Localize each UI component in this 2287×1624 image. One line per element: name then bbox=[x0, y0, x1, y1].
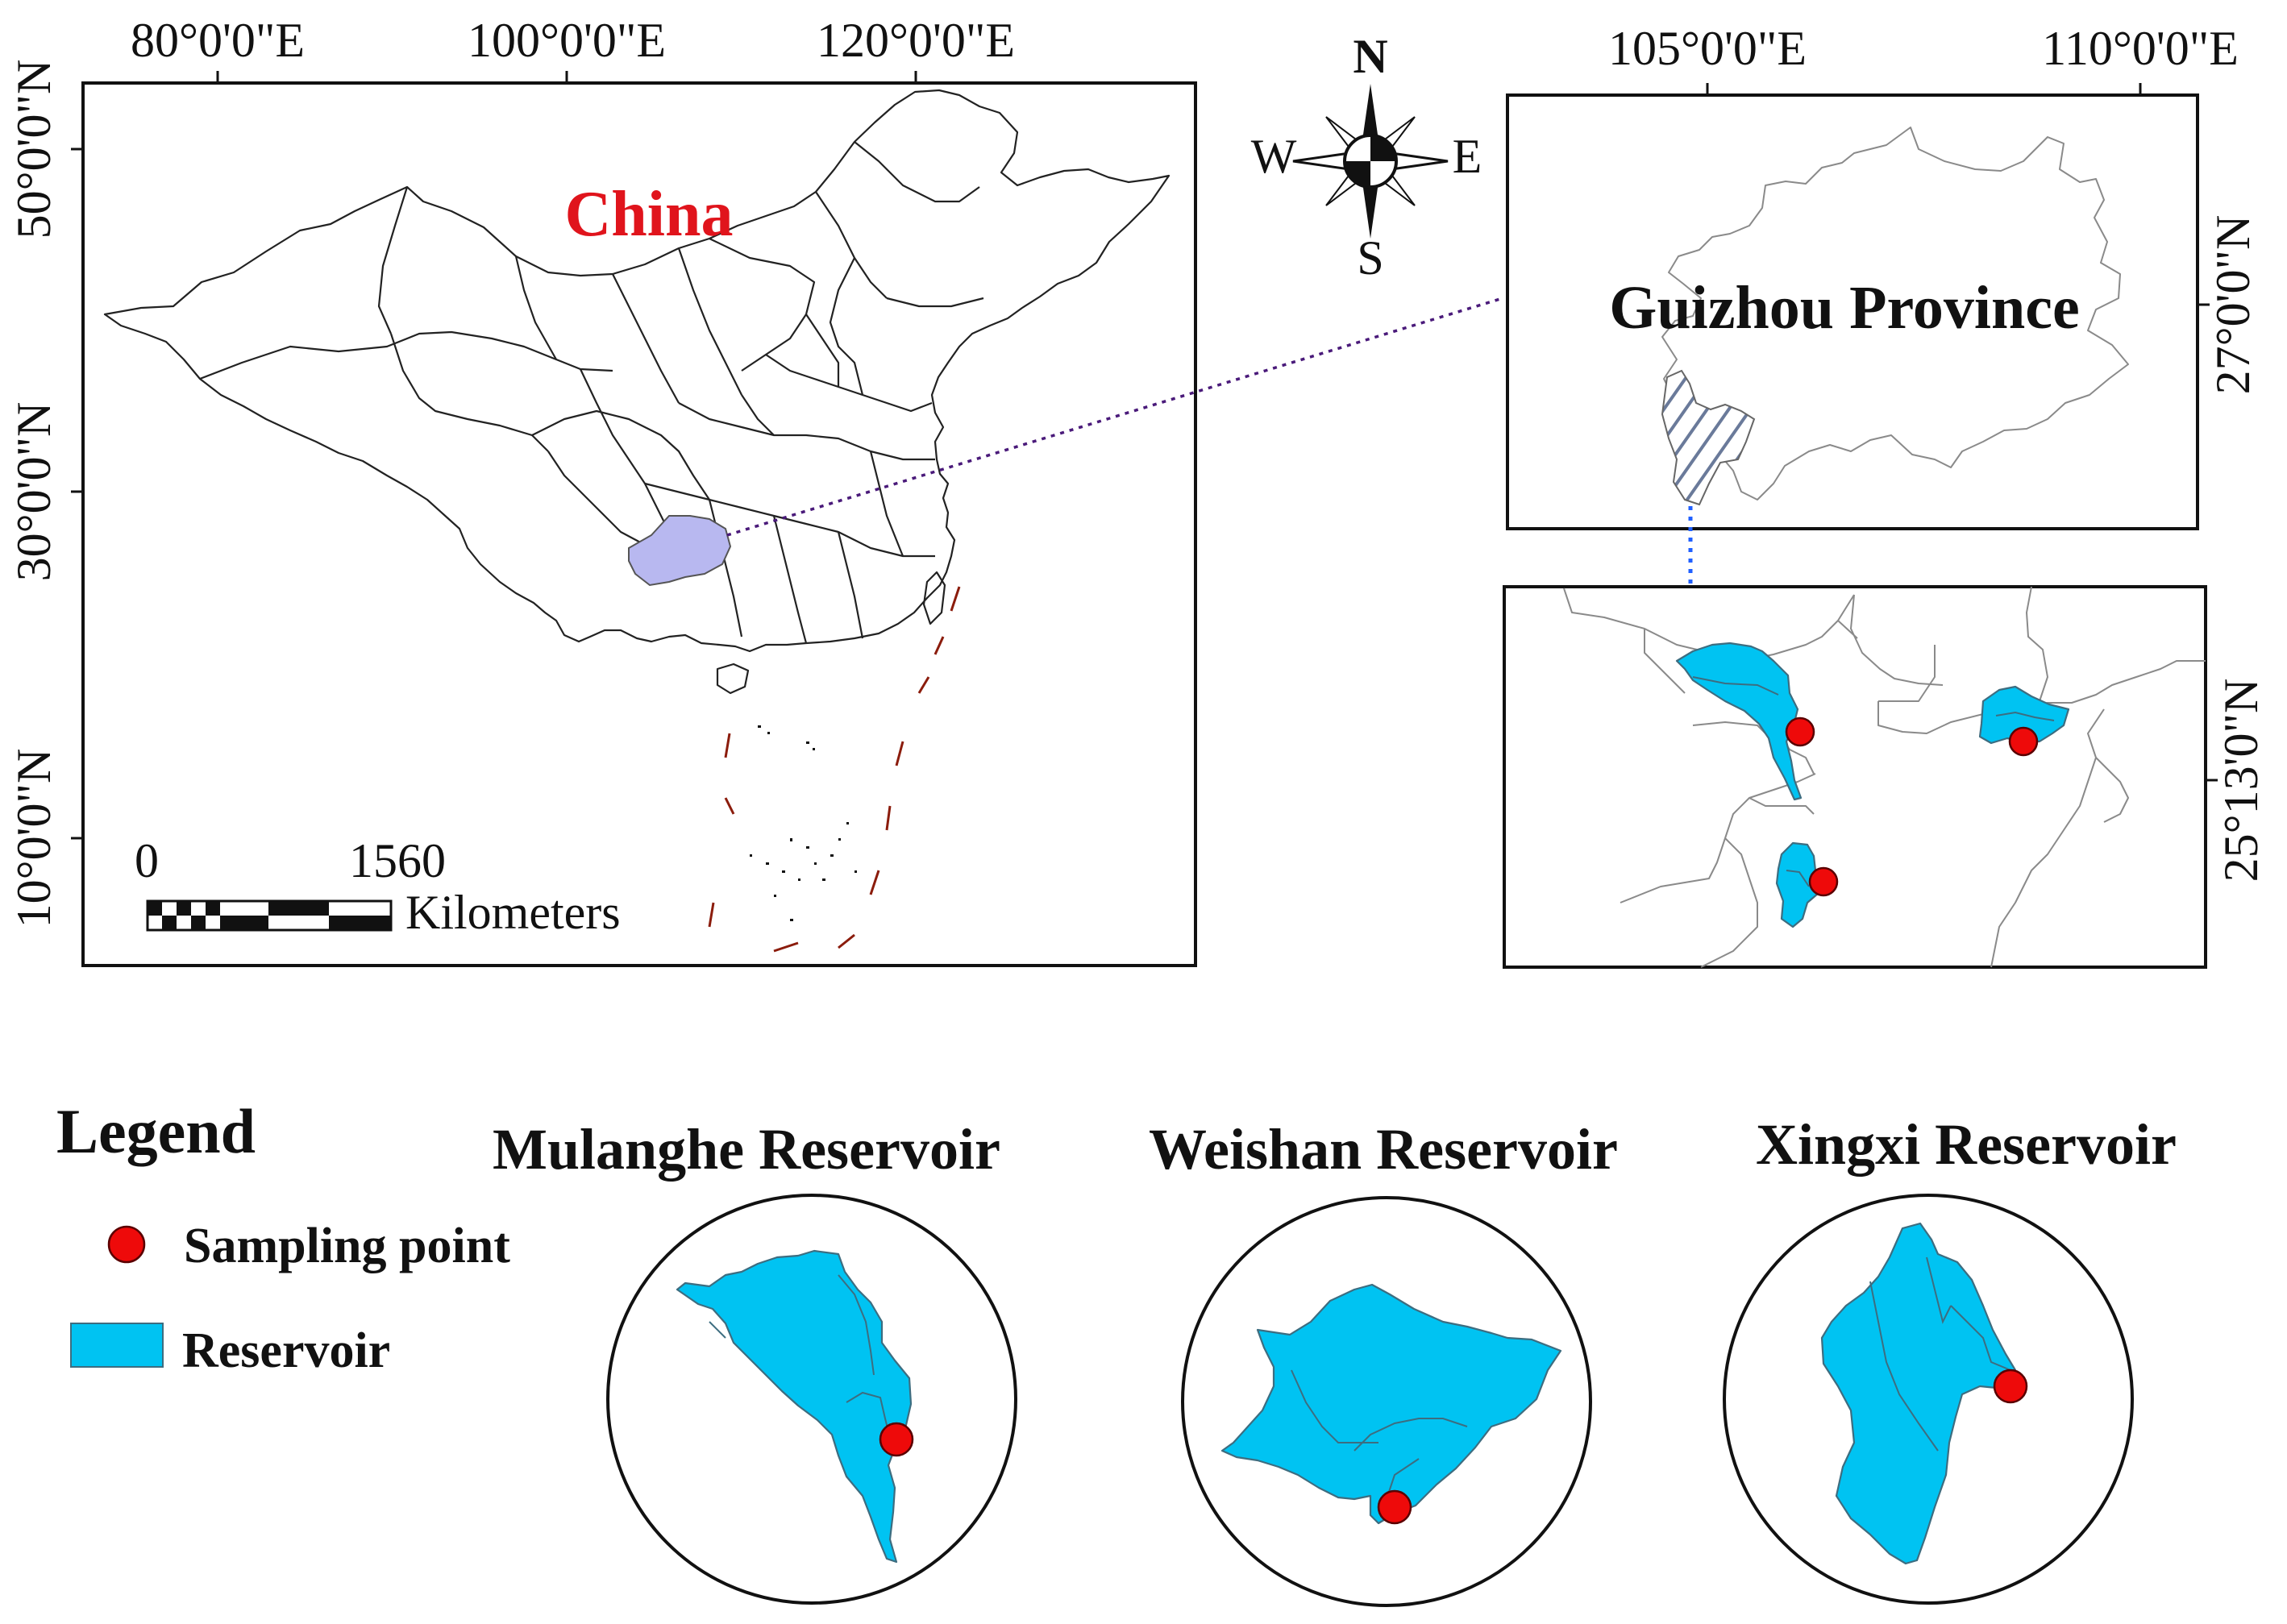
sampling-point-mulanghe bbox=[879, 1422, 914, 1457]
china-map-panel: 80°0'0"E 100°0'0"E 120°0'0"E 50°0'0"N 30… bbox=[7, 14, 1503, 967]
legend-title: Legend bbox=[56, 1096, 256, 1166]
mulanghe-inner-line bbox=[709, 1321, 726, 1339]
xingxi-inner-line bbox=[1869, 1281, 1939, 1452]
lat-label-10n: 10°0'0"N bbox=[7, 749, 60, 928]
nine-dash-line bbox=[708, 586, 961, 953]
hainan-island bbox=[716, 662, 750, 695]
compass-e: E bbox=[1453, 130, 1482, 183]
weishan-reservoir-large bbox=[1220, 1283, 1562, 1525]
lat-label-27n: 27°0'0"N bbox=[2206, 215, 2260, 395]
xingxi-reservoir-small bbox=[1775, 841, 1827, 928]
weishan-inner-line bbox=[1291, 1369, 1378, 1443]
reservoir-weishan: Weishan Reservoir bbox=[1149, 1117, 1618, 1607]
lon-label-105e: 105°0'0"E bbox=[1608, 22, 1807, 75]
mulanghe-reservoir-small bbox=[1675, 642, 1803, 801]
study-area-hatch bbox=[1661, 369, 1756, 506]
scale-bar: 0 1560 Kilometers bbox=[135, 834, 621, 939]
lon-label-100e: 100°0'0"E bbox=[468, 14, 666, 67]
lat-label-25-13n: 25°13'0"N bbox=[2214, 679, 2268, 883]
compass-n: N bbox=[1353, 30, 1387, 83]
legend-sampling-point-icon bbox=[107, 1225, 146, 1264]
china-label: China bbox=[565, 179, 734, 250]
reservoir-title-mulanghe: Mulanghe Reservoir bbox=[493, 1117, 1000, 1182]
guizhou-highlight bbox=[628, 515, 732, 587]
south-sea-islands bbox=[750, 725, 857, 921]
compass-w: W bbox=[1251, 130, 1297, 183]
guizhou-label: Guizhou Province bbox=[1609, 274, 2079, 342]
xingxi-inner-line-3 bbox=[1926, 1256, 1952, 1324]
sampling-point-weishan-small bbox=[2008, 726, 2039, 757]
scale-end-label: 1560 bbox=[349, 834, 446, 887]
legend-reservoir-label: Reservoir bbox=[182, 1323, 390, 1378]
reservoir-title-weishan: Weishan Reservoir bbox=[1149, 1117, 1618, 1182]
reservoir-mulanghe: Mulanghe Reservoir bbox=[493, 1117, 1017, 1605]
scale-start-label: 0 bbox=[135, 834, 159, 887]
china-map-ticks bbox=[71, 71, 917, 840]
mulanghe-inner-line-3 bbox=[846, 1391, 891, 1439]
xingxi-reservoir-large bbox=[1820, 1222, 2017, 1565]
north-arrow-icon: N S E W bbox=[1251, 30, 1482, 285]
weishan-inner-small bbox=[1995, 711, 2055, 721]
reservoir-xingxi: Xingxi Reservoir bbox=[1723, 1112, 2177, 1605]
detail-map-frame bbox=[1503, 585, 2207, 969]
lat-label-50n: 50°0'0"N bbox=[7, 60, 60, 239]
xingxi-inner-line-2 bbox=[1950, 1305, 2011, 1371]
detail-map-panel: 25°13'0"N bbox=[1503, 585, 2268, 969]
lat-label-30n: 30°0'0"N bbox=[7, 402, 60, 582]
xingxi-inner-small bbox=[1786, 870, 1810, 887]
reservoir-title-xingxi: Xingxi Reservoir bbox=[1756, 1112, 2177, 1177]
lon-label-80e: 80°0'0"E bbox=[131, 14, 305, 67]
sampling-point-xingxi bbox=[1993, 1369, 2028, 1404]
china-map-frame bbox=[81, 81, 1197, 967]
mulanghe-inner-line-2 bbox=[838, 1274, 875, 1376]
sampling-point-mulanghe-small bbox=[1785, 716, 1815, 747]
mulanghe-reservoir-large bbox=[676, 1249, 913, 1564]
province-boundaries bbox=[199, 141, 984, 644]
compass-s: S bbox=[1357, 231, 1383, 285]
taiwan-island bbox=[922, 571, 946, 625]
sampling-point-xingxi-small bbox=[1808, 866, 1839, 897]
legend-sampling-point-label: Sampling point bbox=[184, 1219, 510, 1273]
guizhou-map-panel: 105°0'0"E 110°0'0"E 27°0'0"N Guizhou Pro… bbox=[1506, 22, 2260, 587]
sampling-point-weishan bbox=[1377, 1489, 1412, 1525]
legend: Legend Sampling point Reservoir bbox=[56, 1096, 510, 1378]
lon-label-110e: 110°0'0"E bbox=[2042, 22, 2239, 75]
legend-reservoir-icon bbox=[70, 1323, 164, 1368]
china-outline bbox=[103, 89, 1171, 653]
guizhou-outline bbox=[1661, 127, 2129, 500]
weishan-inner-line-2 bbox=[1353, 1418, 1468, 1452]
guizhou-map-frame bbox=[1506, 93, 2199, 530]
mulanghe-inner-small bbox=[1692, 676, 1779, 696]
lon-label-120e: 120°0'0"E bbox=[817, 14, 1015, 67]
scale-unit-label: Kilometers bbox=[405, 886, 621, 939]
